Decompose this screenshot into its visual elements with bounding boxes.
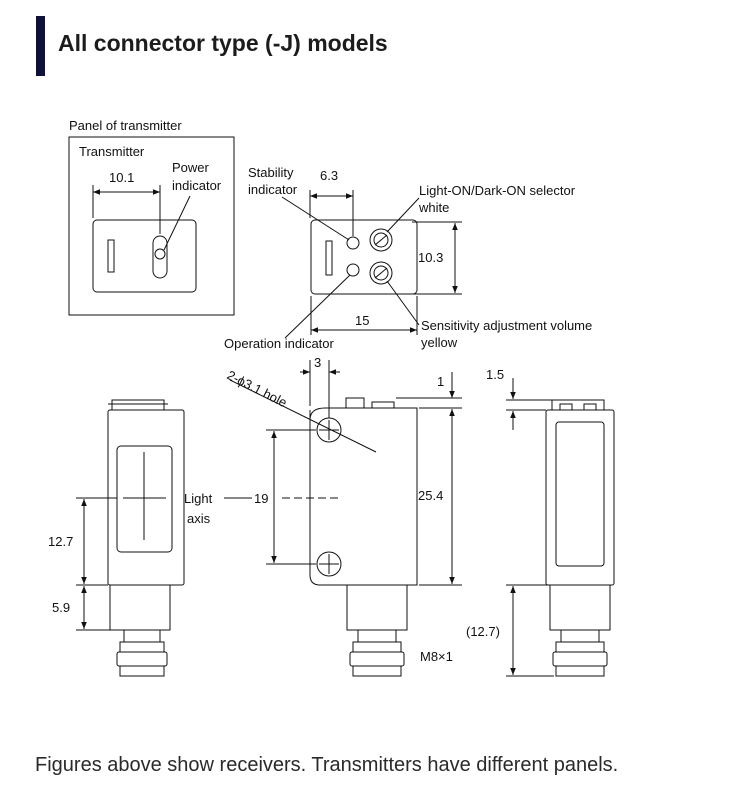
dim-5-9-label: 5.9 [52, 600, 70, 615]
left-side-view [76, 399, 252, 677]
dim-10-3-label: 10.3 [418, 250, 443, 265]
transmitter-panel-view [68, 136, 235, 316]
right-lens-window [555, 421, 605, 567]
stability-indicator-label: Stability [248, 165, 294, 180]
stability-indicator-label-2: indicator [248, 182, 298, 197]
section-heading: All connector type (-J) models [36, 16, 716, 76]
dim-19-label: 19 [254, 491, 268, 506]
figure-caption: Figures above show receivers. Transmitte… [35, 754, 619, 776]
front-housing [309, 407, 418, 586]
page-title: All connector type (-J) models [58, 30, 388, 56]
hole-leader [229, 379, 377, 453]
dim-3-label: 3 [314, 355, 321, 370]
sensitivity-volume-color: yellow [421, 335, 458, 350]
receiver-panel-slot [325, 240, 333, 276]
sensitivity-volume-knob [369, 261, 393, 285]
dim-12-7-paren-label: (12.7) [466, 624, 500, 639]
power-indicator-label-2: indicator [172, 178, 222, 193]
operation-indicator-label: Operation indicator [224, 336, 335, 351]
left-lens-window [116, 445, 173, 553]
operation-indicator-leader [284, 274, 351, 339]
dim-1-label: 1 [437, 374, 444, 389]
light-axis-label-2: axis [187, 511, 211, 526]
transmitter-panel-frame [68, 136, 235, 316]
sensitivity-volume-label: Sensitivity adjustment volume [421, 318, 592, 333]
power-indicator-lens [152, 235, 168, 279]
panel-of-transmitter-label: Panel of transmitter [69, 118, 182, 133]
dim-15-label: 15 [355, 313, 369, 328]
dim-10-1-label: 10.1 [109, 170, 134, 185]
stability-indicator-led [346, 236, 360, 250]
light-on-selector-leader [386, 197, 420, 233]
thread-label: M8×1 [420, 649, 453, 664]
mounting-hole-bottom [316, 551, 342, 577]
receiver-panel-view [281, 190, 462, 339]
light-on-selector-knob [369, 228, 393, 252]
transmitter-label: Transmitter [79, 144, 145, 159]
transmitter-panel-slot [107, 239, 115, 273]
heading-accent-bar [36, 16, 45, 76]
light-axis-label: Light [184, 491, 213, 506]
stability-indicator-leader [281, 196, 350, 241]
receiver-panel-face [310, 219, 418, 295]
dim-6-3-label: 6.3 [320, 168, 338, 183]
dim-25-4-label: 25.4 [418, 488, 443, 503]
power-indicator-label: Power [172, 160, 210, 175]
power-indicator-leader [163, 195, 191, 251]
light-on-selector-color: white [418, 200, 449, 215]
sensitivity-volume-leader [386, 280, 420, 326]
light-on-selector-label: Light-ON/Dark-ON selector [419, 183, 576, 198]
power-indicator-led [154, 248, 166, 260]
operation-indicator-led [346, 263, 360, 277]
transmitter-panel-face [92, 219, 197, 293]
dim-12-7-label: 12.7 [48, 534, 73, 549]
hole-label: 2-ϕ3.1 hole [225, 367, 290, 410]
right-side-view [506, 378, 615, 677]
front-view [229, 360, 462, 677]
dim-1-5-label: 1.5 [486, 367, 504, 382]
